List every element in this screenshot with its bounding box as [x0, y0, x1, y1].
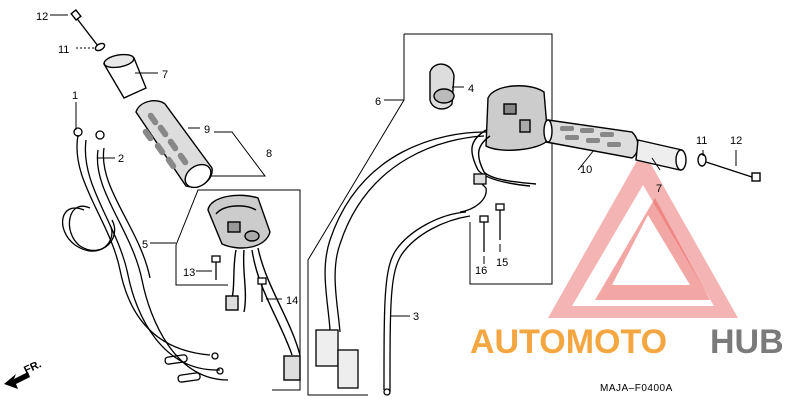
drawing-code: MAJA–F0400A: [600, 383, 673, 394]
part-labels: 12 11 7 1 2 9 8 5 13 14 6 4 10 7 11 12 3…: [36, 11, 742, 323]
label-11-right: 11: [696, 135, 707, 147]
right-switch-housing: [429, 63, 549, 187]
label-7-left: 7: [162, 69, 168, 81]
left-grip-end: [70, 9, 147, 99]
label-12-left: 12: [36, 11, 48, 23]
assembly-brackets: [175, 33, 553, 396]
label-4: 4: [468, 83, 474, 95]
left-switch-housing: [207, 194, 301, 381]
label-2: 2: [118, 153, 124, 165]
watermark-brand-part2: HUB: [710, 323, 784, 361]
watermark-logo-icon: [548, 150, 738, 318]
label-5: 5: [142, 239, 148, 251]
label-1: 1: [72, 90, 78, 102]
label-3: 3: [413, 311, 419, 323]
right-screws: [479, 203, 505, 252]
right-grip: [543, 119, 761, 182]
leader-lines: [50, 14, 737, 317]
label-10: 10: [580, 164, 592, 176]
throttle-cables: [61, 127, 229, 383]
front-direction-arrow-icon: FR.: [4, 358, 43, 389]
front-direction-label: FR.: [22, 358, 43, 376]
label-16: 16: [475, 265, 487, 277]
label-14: 14: [286, 295, 298, 307]
right-harness: [315, 131, 487, 396]
label-7-right: 7: [656, 183, 662, 195]
watermark-brand: AUTOMOTO HUB: [470, 323, 784, 361]
left-screws: [211, 255, 267, 302]
watermark-brand-part1: AUTOMOTO: [470, 323, 667, 361]
label-13: 13: [183, 267, 195, 279]
label-6: 6: [375, 96, 381, 108]
label-9: 9: [204, 124, 210, 136]
label-11-left: 11: [58, 44, 69, 56]
label-8: 8: [266, 148, 272, 160]
left-grip: [135, 100, 213, 189]
label-12-right: 12: [730, 135, 742, 147]
label-15: 15: [496, 257, 508, 269]
